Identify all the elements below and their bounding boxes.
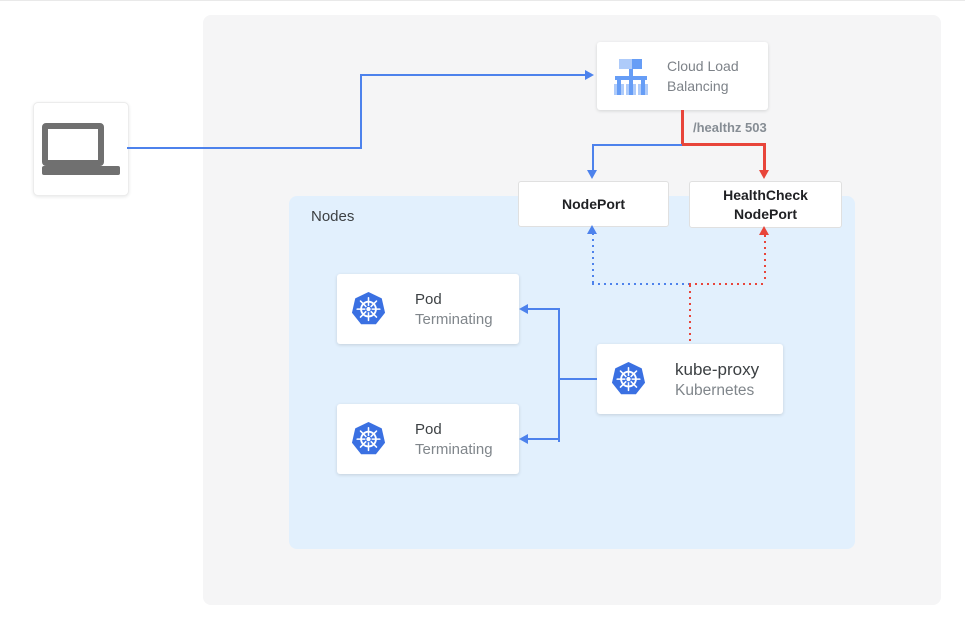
flow-to-pod2-horizontal [526, 438, 558, 440]
flow-client-to-lb-vertical [360, 74, 362, 149]
pod-node: Pod Terminating [337, 274, 519, 344]
flow-kubeproxy-out-horizontal [558, 378, 597, 380]
client-device-node [33, 102, 129, 196]
nodeport-node: NodePort [518, 181, 669, 227]
arrowhead-into-pod2 [519, 434, 528, 444]
laptop-screen-shape [42, 123, 104, 166]
flow-client-to-lb-horizontal [127, 147, 362, 149]
arrowhead-up-into-nodeport [587, 225, 597, 234]
flow-lb-to-nodeport-vertical [592, 144, 594, 171]
arrowhead-up-into-healthcheck-nodeport [759, 226, 769, 235]
flow-kubeproxy-up-dotted [689, 285, 691, 345]
cloud-load-balancing-icon [614, 59, 648, 95]
flow-lb-to-nodeport-horizontal [592, 144, 683, 146]
pod-labels: Pod Terminating [415, 289, 493, 330]
pod-status: Terminating [415, 440, 493, 458]
flow-lb-to-healthcheck-vertical [763, 143, 766, 171]
healthcheck-nodeport-label-line2: NodePort [734, 205, 797, 222]
flow-to-pod1-horizontal [526, 308, 558, 310]
pod-title: Pod [415, 420, 442, 438]
kube-proxy-labels: kube-proxy Kubernetes [675, 358, 759, 401]
pod-status: Terminating [415, 310, 493, 328]
kubernetes-icon [351, 421, 386, 454]
flow-kubeproxy-to-nodeport-dotted-vertical [592, 233, 594, 283]
kube-proxy-title: kube-proxy [675, 359, 760, 379]
cloud-load-balancing-label-line2: Balancing [667, 78, 729, 94]
laptop-icon [42, 123, 120, 175]
flow-kubeproxy-to-healthcheck-dotted-horizontal [689, 283, 766, 285]
arrowhead-into-healthcheck-nodeport [759, 170, 769, 179]
kube-proxy-subtitle: Kubernetes [675, 381, 755, 399]
kubernetes-icon [611, 361, 646, 394]
kube-proxy-node: kube-proxy Kubernetes [597, 344, 783, 414]
cloud-load-balancing-node: Cloud Load Balancing [597, 42, 768, 110]
flow-lb-healthcheck-drop [681, 110, 684, 145]
arrowhead-into-nodeport [587, 170, 597, 179]
pod-node: Pod Terminating [337, 404, 519, 474]
pod-title: Pod [415, 290, 442, 308]
flow-kubeproxy-to-pods-vertical [558, 308, 560, 442]
nodes-label: Nodes [311, 208, 355, 225]
healthcheck-nodeport-node: HealthCheck NodePort [689, 181, 842, 228]
cloud-load-balancing-label-line1: Cloud Load [667, 58, 739, 74]
cloud-load-balancing-label: Cloud Load Balancing [667, 56, 739, 96]
laptop-base-shape [42, 166, 120, 175]
top-divider [0, 0, 965, 1]
flow-lb-to-healthcheck-horizontal [682, 143, 766, 146]
flow-client-to-lb-top [360, 74, 586, 76]
pod-labels: Pod Terminating [415, 419, 493, 460]
arrowhead-into-pod1 [519, 304, 528, 314]
healthcheck-nodeport-label-line1: HealthCheck [723, 186, 808, 203]
healthz-status-label: /healthz 503 [693, 120, 767, 135]
nodeport-label: NodePort [562, 196, 625, 212]
kubernetes-icon [351, 291, 386, 324]
flow-kubeproxy-to-nodeport-dotted-horizontal [592, 283, 689, 285]
arrowhead-into-load-balancer [585, 70, 594, 80]
flow-kubeproxy-to-healthcheck-dotted-vertical [764, 235, 766, 283]
